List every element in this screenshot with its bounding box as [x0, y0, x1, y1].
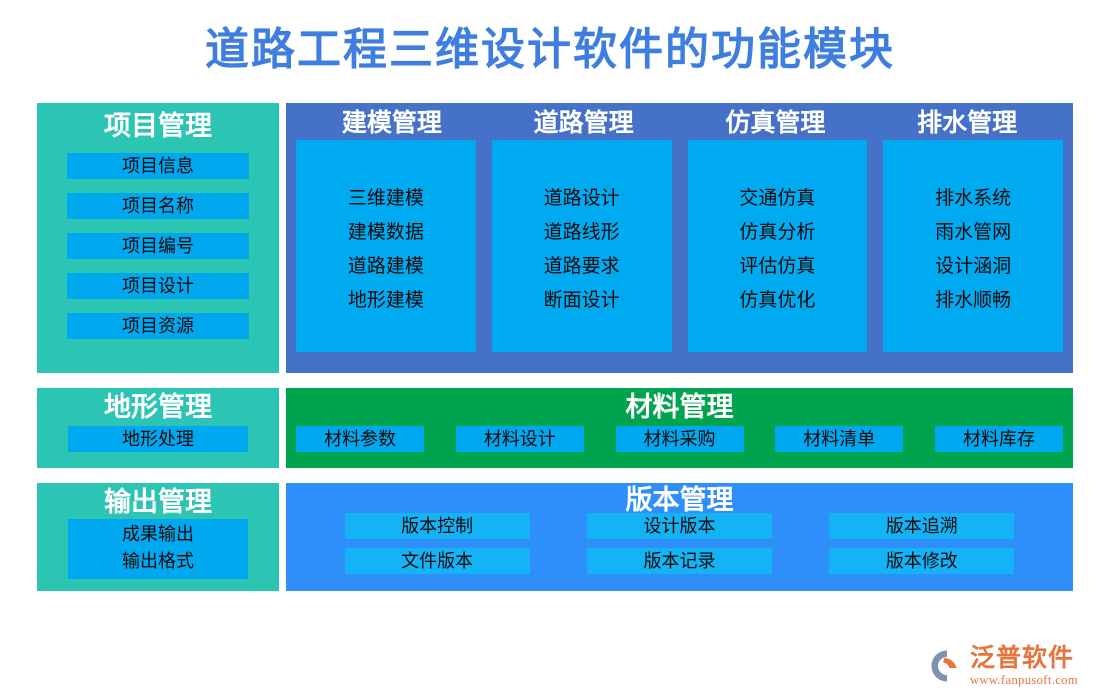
module-item-drainage-1[interactable]: 雨水管网 [935, 222, 1012, 243]
output-management-panel: 输出管理 成果输出 输出格式 [37, 483, 279, 591]
module-card-road[interactable]: 道路设计 道路线形 道路要求 断面设计 [491, 140, 672, 352]
module-item-drainage-3[interactable]: 排水顺畅 [935, 290, 1012, 311]
module-item-simulation-1[interactable]: 仿真分析 [739, 222, 816, 243]
project-management-panel: 项目管理 项目信息 项目名称 项目编号 项目设计 项目资源 [37, 103, 279, 373]
output-item-group[interactable]: 成果输出 输出格式 [68, 519, 248, 579]
version-item-grid: 版本控制 设计版本 版本追溯 文件版本 版本记录 版本修改 [286, 513, 1073, 574]
version-item-4[interactable]: 版本记录 [586, 548, 772, 574]
version-item-2[interactable]: 版本追溯 [829, 513, 1015, 539]
output-item-0[interactable]: 成果输出 [122, 524, 194, 544]
version-item-1[interactable]: 设计版本 [586, 513, 772, 539]
module-item-simulation-0[interactable]: 交通仿真 [739, 188, 816, 209]
module-card-row: 三维建模 建模数据 道路建模 地形建模 道路设计 道路线形 道路要求 断面设计 … [286, 140, 1073, 352]
project-item-0[interactable]: 项目信息 [67, 153, 249, 179]
project-management-title: 项目管理 [104, 111, 212, 141]
project-item-1[interactable]: 项目名称 [67, 193, 249, 219]
terrain-management-panel: 地形管理 地形处理 [37, 388, 279, 468]
module-item-drainage-2[interactable]: 设计涵洞 [935, 256, 1012, 277]
output-management-title: 输出管理 [104, 487, 212, 517]
logo-url: www.fanpusoft.com [969, 672, 1078, 687]
logo-brand: 泛普软件 [969, 644, 1074, 672]
project-item-list: 项目信息 项目名称 项目编号 项目设计 项目资源 [67, 153, 249, 339]
module-item-modeling-0[interactable]: 三维建模 [347, 188, 424, 209]
module-item-simulation-3[interactable]: 仿真优化 [739, 290, 816, 311]
terrain-management-title: 地形管理 [104, 392, 212, 422]
output-item-1[interactable]: 输出格式 [122, 551, 194, 571]
module-card-drainage[interactable]: 排水系统 雨水管网 设计涵洞 排水顺畅 [883, 140, 1063, 352]
module-title-modeling: 建模管理 [341, 110, 442, 137]
material-management-panel: 材料管理 材料参数 材料设计 材料采购 材料清单 材料库存 [286, 388, 1073, 468]
module-item-road-1[interactable]: 道路线形 [543, 222, 620, 243]
module-card-simulation[interactable]: 交通仿真 仿真分析 评估仿真 仿真优化 [687, 140, 868, 352]
module-item-road-3[interactable]: 断面设计 [543, 290, 620, 311]
logo-wordmark: 泛普软件 www.fanpusoft.com [970, 646, 1078, 687]
page-title: 道路工程三维设计软件的功能模块 [205, 25, 895, 74]
terrain-item-0[interactable]: 地形处理 [68, 426, 248, 452]
material-item-0[interactable]: 材料参数 [296, 426, 424, 452]
material-item-4[interactable]: 材料库存 [935, 426, 1063, 452]
fanpu-swoosh-icon [930, 649, 964, 683]
module-item-road-0[interactable]: 道路设计 [543, 188, 620, 209]
material-management-title: 材料管理 [625, 392, 734, 422]
project-item-3[interactable]: 项目设计 [67, 273, 249, 299]
material-item-3[interactable]: 材料清单 [775, 426, 904, 452]
logo: 泛普软件 www.fanpusoft.com [930, 646, 1078, 687]
version-management-title: 版本管理 [625, 485, 734, 515]
module-card-modeling[interactable]: 三维建模 建模数据 道路建模 地形建模 [296, 140, 476, 352]
module-group-panel: 建模管理 道路管理 仿真管理 排水管理 三维建模 建模数据 道路建模 地形建模 … [286, 103, 1073, 373]
module-title-drainage: 排水管理 [917, 110, 1018, 137]
material-item-2[interactable]: 材料采购 [615, 426, 744, 452]
module-title-simulation: 仿真管理 [725, 110, 826, 137]
version-item-0[interactable]: 版本控制 [344, 513, 530, 539]
module-item-simulation-2[interactable]: 评估仿真 [739, 256, 816, 277]
material-item-1[interactable]: 材料设计 [455, 426, 584, 452]
module-item-drainage-0[interactable]: 排水系统 [935, 188, 1012, 209]
material-item-row: 材料参数 材料设计 材料采购 材料清单 材料库存 [286, 424, 1073, 452]
version-item-3[interactable]: 文件版本 [344, 548, 530, 574]
module-item-road-2[interactable]: 道路要求 [543, 256, 620, 277]
project-item-4[interactable]: 项目资源 [67, 313, 249, 339]
module-item-modeling-3[interactable]: 地形建模 [347, 290, 424, 311]
module-item-modeling-1[interactable]: 建模数据 [347, 222, 424, 243]
module-item-modeling-2[interactable]: 道路建模 [347, 256, 424, 277]
project-item-2[interactable]: 项目编号 [67, 233, 249, 259]
module-title-row: 建模管理 道路管理 仿真管理 排水管理 [286, 103, 1073, 140]
module-title-road: 道路管理 [533, 110, 634, 137]
version-item-5[interactable]: 版本修改 [829, 548, 1015, 574]
version-management-panel: 版本管理 版本控制 设计版本 版本追溯 文件版本 版本记录 版本修改 [286, 483, 1073, 591]
